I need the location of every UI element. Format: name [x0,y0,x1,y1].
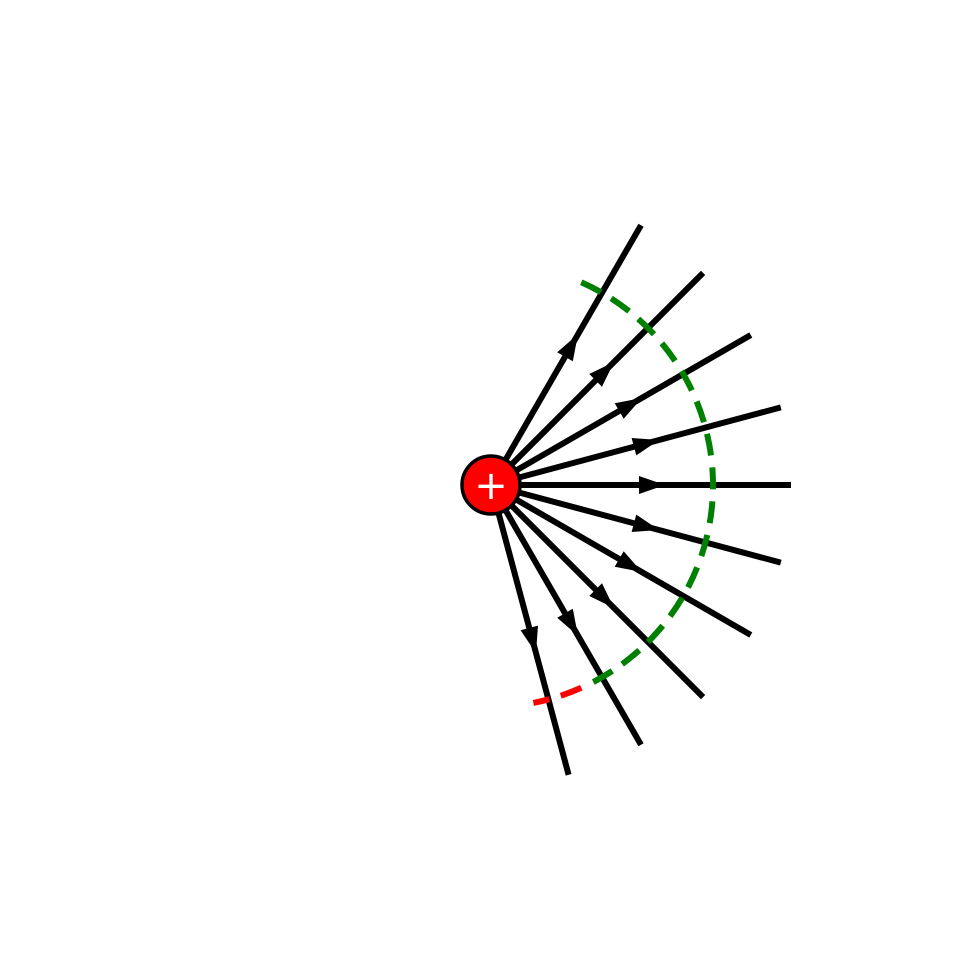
arrowhead-icon [639,476,665,494]
arrowhead-icon [520,625,538,654]
surface-arc-dashed [580,279,716,686]
field-lines [488,223,791,776]
arrowhead-icon [614,398,642,419]
arrowhead-icon [557,334,578,362]
arrowhead-icon [614,551,642,572]
arrowhead-icon [557,608,578,636]
arrowhead-icon [589,362,614,387]
gaussian-surface-arc [532,279,716,706]
charge-circle [460,454,522,516]
positive-charge: + [460,454,522,516]
arrowhead-icon [589,583,614,608]
charge-sign-label: + [474,463,508,509]
arrowhead-icon [631,514,660,532]
arrowhead-icon [631,438,660,456]
surface-arc-cut-segment [532,685,583,706]
